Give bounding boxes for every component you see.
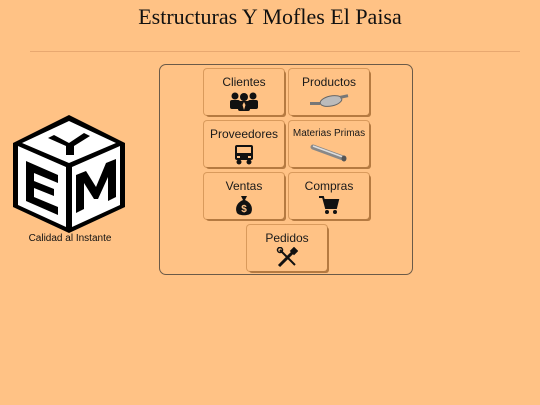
logo-tagline: Calidad al Instante bbox=[28, 233, 112, 244]
clientes-label: Clientes bbox=[222, 75, 266, 89]
company-logo bbox=[10, 113, 128, 235]
clientes-button[interactable]: Clientes bbox=[204, 69, 284, 115]
pedidos-label: Pedidos bbox=[265, 231, 309, 245]
pedidos-button[interactable]: Pedidos bbox=[247, 225, 327, 271]
main-menu-panel: Clientes Productos Proveedores Materias … bbox=[159, 64, 413, 275]
page-title: Estructuras Y Mofles El Paisa bbox=[138, 4, 402, 29]
proveedores-label: Proveedores bbox=[209, 127, 279, 141]
money-bag-icon: $ bbox=[236, 196, 252, 216]
compras-button[interactable]: Compras bbox=[289, 173, 369, 219]
cart-icon bbox=[319, 196, 340, 214]
header-divider bbox=[30, 51, 520, 52]
compras-label: Compras bbox=[304, 179, 354, 193]
ventas-button[interactable]: Ventas $ bbox=[204, 173, 284, 219]
proveedores-button[interactable]: Proveedores bbox=[204, 121, 284, 167]
muffler-icon bbox=[310, 94, 349, 107]
productos-button[interactable]: Productos bbox=[289, 69, 369, 115]
pipe-icon bbox=[310, 144, 347, 162]
materias-primas-label: Materias Primas bbox=[292, 128, 366, 139]
truck-icon bbox=[235, 145, 253, 165]
yem-cube-logo-icon bbox=[13, 115, 125, 233]
svg-text:$: $ bbox=[241, 204, 247, 215]
productos-label: Productos bbox=[301, 75, 357, 89]
ventas-label: Ventas bbox=[225, 179, 263, 193]
tools-icon bbox=[276, 247, 298, 268]
materias-primas-button[interactable]: Materias Primas bbox=[289, 121, 369, 167]
users-icon bbox=[230, 92, 258, 111]
